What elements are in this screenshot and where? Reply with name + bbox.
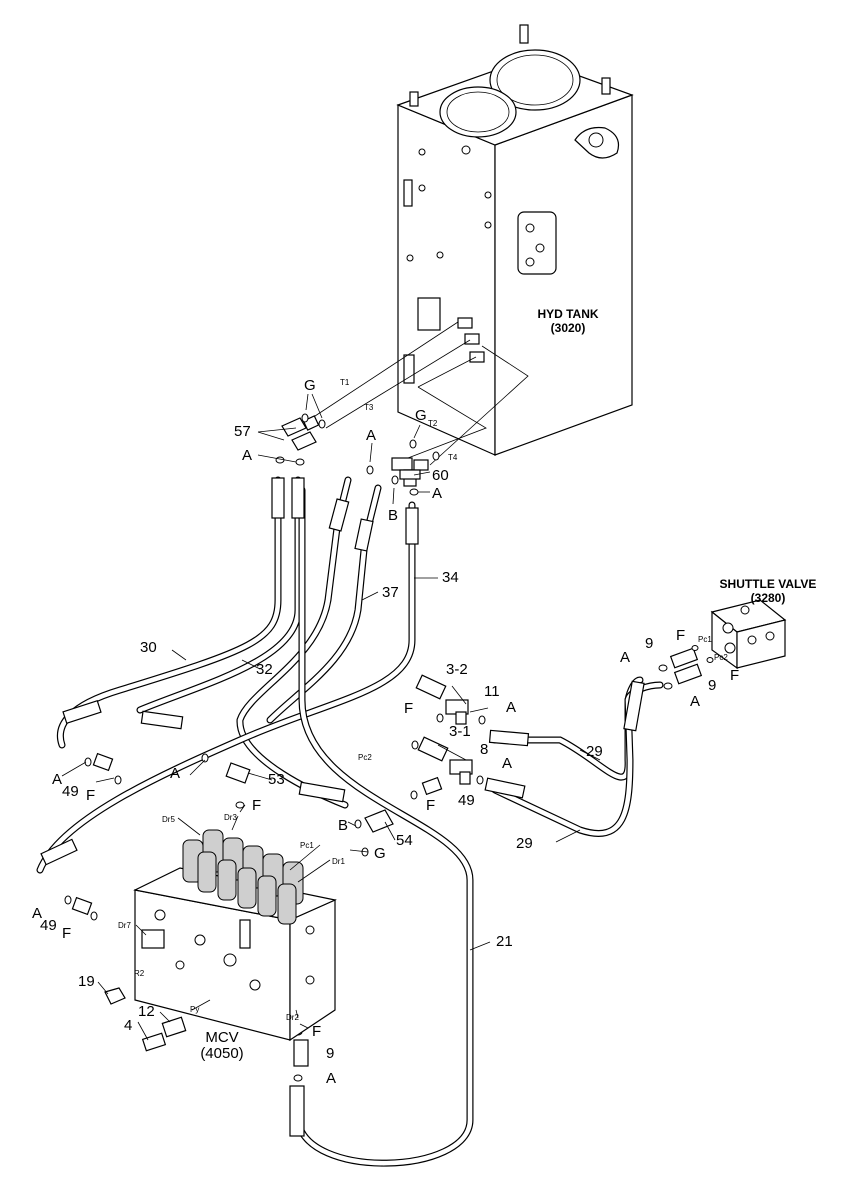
leader-lines <box>61 393 601 1041</box>
fitting-60 <box>391 457 429 487</box>
callout-a9: A <box>52 771 62 788</box>
callout-a6: A <box>170 765 180 782</box>
callout-f-mcv: F <box>62 925 71 942</box>
callout-a8: A <box>690 693 700 710</box>
callout-labels: G T1 T3 G T2 T4 57 A A 60 A B 34 37 30 3… <box>32 377 739 1087</box>
callout-54: 54 <box>396 832 413 849</box>
callout-a7: A <box>620 649 630 666</box>
callout-9c: 9 <box>326 1045 334 1062</box>
callout-f6: F <box>730 667 739 684</box>
callout-a3: A <box>432 485 442 502</box>
callout-pc1b: Pc1 <box>698 635 712 644</box>
shuttle-code-label: (3280) <box>751 591 786 605</box>
callout-dr1: Dr1 <box>332 857 345 866</box>
hose-32 <box>136 476 302 714</box>
callout-dr5: Dr5 <box>162 815 175 824</box>
callout-4: 4 <box>124 1017 132 1034</box>
callout-pc2a: Pc2 <box>358 753 372 762</box>
mcv-plugs <box>104 987 187 1052</box>
tank-return-lines <box>311 321 529 466</box>
callout-60: 60 <box>432 467 449 484</box>
callout-a4: A <box>506 699 516 716</box>
callout-49-mcv: 49 <box>40 917 57 934</box>
shuttle-name-label: SHUTTLE VALVE <box>720 577 817 591</box>
hose-29-lower <box>491 681 664 837</box>
callout-49a: 49 <box>458 792 475 809</box>
callout-53: 53 <box>268 771 285 788</box>
hose-21 <box>294 486 474 1167</box>
mcv-name-label: MCV <box>205 1029 238 1046</box>
callout-t4: T4 <box>448 453 458 462</box>
tank-name-label: HYD TANK <box>537 307 598 321</box>
callout-t1: T1 <box>340 378 350 387</box>
callout-9a: 9 <box>645 635 653 652</box>
hose-end-crimps <box>40 477 645 1137</box>
callout-g3: G <box>374 845 386 862</box>
callout-f1: F <box>404 700 413 717</box>
fittings-3-8-11 <box>71 674 473 1067</box>
callout-21: 21 <box>496 933 513 950</box>
callout-dr2: Dr2 <box>286 1013 299 1022</box>
callout-b1: B <box>388 507 398 524</box>
callout-9b: 9 <box>708 677 716 694</box>
mcv-body <box>133 829 337 1042</box>
hose-37b <box>266 484 382 724</box>
callout-57: 57 <box>234 423 251 440</box>
callout-30: 30 <box>140 639 157 656</box>
callout-3-1: 3-1 <box>449 723 471 740</box>
callout-32: 32 <box>256 661 273 678</box>
callout-t2: T2 <box>428 419 438 428</box>
shuttle-valve <box>710 599 787 670</box>
callout-f2: F <box>426 797 435 814</box>
callout-t3: T3 <box>364 403 374 412</box>
callout-29a: 29 <box>586 743 603 760</box>
callout-py: Py <box>190 1005 199 1014</box>
callout-g2: G <box>415 407 427 424</box>
hose-30 <box>57 476 282 749</box>
callout-8: 8 <box>480 741 488 758</box>
callout-a10: A <box>326 1070 336 1087</box>
fitting-57 <box>281 415 320 451</box>
mcv-code-label: (4050) <box>200 1045 243 1062</box>
callout-f7: F <box>86 787 95 804</box>
callout-37: 37 <box>382 584 399 601</box>
callout-a1: A <box>242 447 252 464</box>
callout-dr3: Dr3 <box>224 813 237 822</box>
callout-12: 12 <box>138 1003 155 1020</box>
callout-pc1a: Pc1 <box>300 841 314 850</box>
hose-29-upper <box>491 676 644 781</box>
callout-11: 11 <box>484 683 500 700</box>
callout-dr7: Dr7 <box>118 921 131 930</box>
shuttle-fittings <box>658 645 714 690</box>
callout-a2: A <box>366 427 376 444</box>
callout-b2: B <box>338 817 348 834</box>
callout-f5: F <box>676 627 685 644</box>
hyd-tank <box>396 24 634 456</box>
callout-f3: F <box>252 797 261 814</box>
callout-a-mcv: A <box>32 905 42 922</box>
callout-19: 19 <box>78 973 95 990</box>
tank-code-label: (3020) <box>551 321 586 335</box>
hose-34 <box>36 501 416 874</box>
callout-pc2b: Pc2 <box>714 653 728 662</box>
callout-49c: 49 <box>62 783 79 800</box>
callout-a5: A <box>502 755 512 772</box>
callout-g1: G <box>304 377 316 394</box>
callout-29b: 29 <box>516 835 533 852</box>
callout-3-2: 3-2 <box>446 661 468 678</box>
callout-34: 34 <box>442 569 459 586</box>
callout-r2: R2 <box>134 969 145 978</box>
callout-f8: F <box>312 1023 321 1040</box>
